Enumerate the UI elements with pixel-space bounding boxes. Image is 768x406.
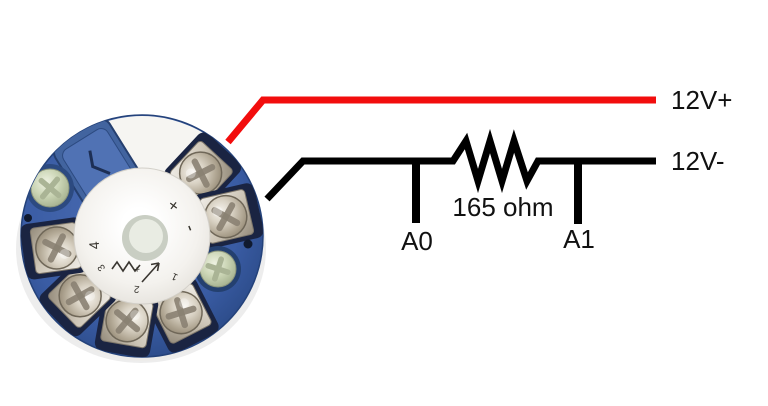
positive-wire [225,96,656,145]
label-resistor-value: 165 ohm [452,192,553,222]
label-tap-a1: A1 [563,224,595,254]
rim-hole [24,214,32,222]
label-supply-positive: 12V+ [671,85,732,115]
mounting-screw [26,164,74,212]
screw-terminal [21,217,88,280]
center-hole-inner [129,219,163,253]
marking-terminal-1: 1 [170,270,180,283]
rim-hole [243,239,253,249]
transmitter-device: + - 4 + 3 2 1 [16,114,266,363]
marking-terminal-3: 3 [96,262,108,273]
marking-terminal-2: 2 [133,283,140,294]
screw-terminal [193,183,263,249]
negative-wire [264,128,656,202]
screw-terminal [94,289,159,357]
marking-terminal-4: 4 [86,241,103,250]
sensor-pictogram: + 3 2 1 [96,260,180,294]
label-supply-negative: 12V- [671,146,725,176]
marking-pictogram-plus: + [134,263,140,274]
label-tap-a0: A0 [401,226,433,256]
